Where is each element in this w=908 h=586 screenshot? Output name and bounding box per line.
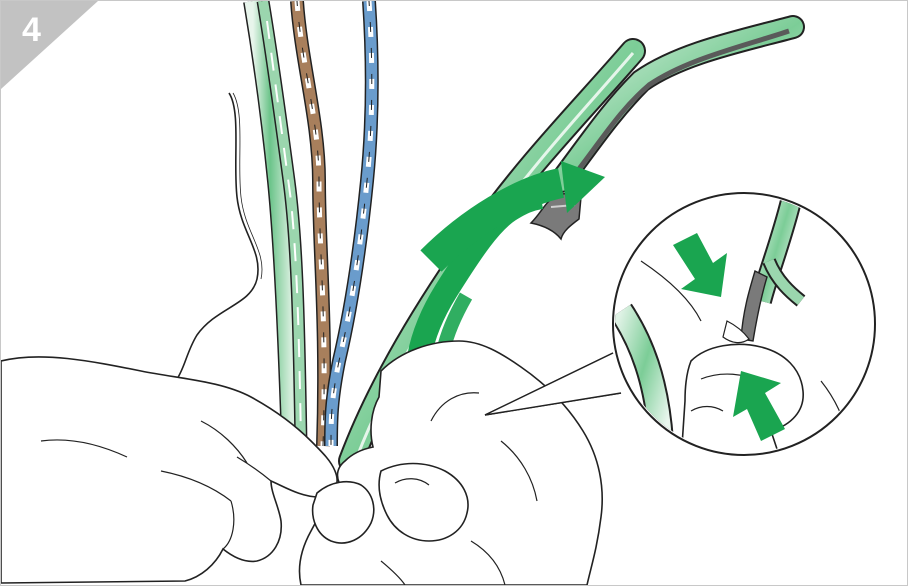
drain-wire <box>177 93 258 379</box>
green-white-pair <box>253 1 301 446</box>
blue-white-pair <box>331 1 372 446</box>
right-hand <box>299 341 602 585</box>
detail-magnifier <box>613 193 875 461</box>
